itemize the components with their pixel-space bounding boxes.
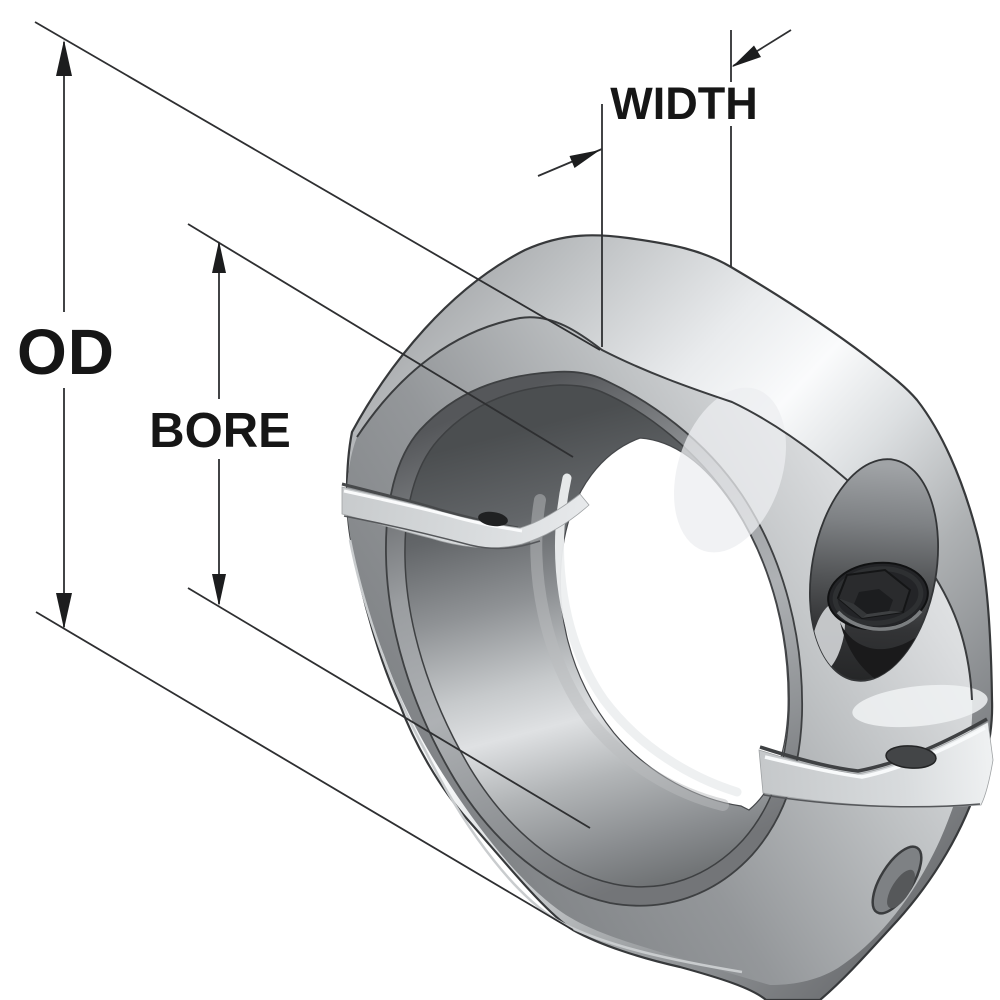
screw-head-glint <box>836 609 923 631</box>
bore-extension-line-top <box>187 223 574 458</box>
width-label: WIDTH <box>610 78 757 129</box>
lower-counterbore <box>871 845 923 915</box>
split-gap-left <box>341 482 590 550</box>
width-arrow-right-icon <box>732 45 761 67</box>
od-label: OD <box>17 316 115 388</box>
clamp-screw-hole-right <box>885 745 937 769</box>
od-arrow-up-icon <box>56 40 72 76</box>
shaft-collar <box>341 234 994 1000</box>
split-gap-right-shadow-edge <box>759 717 988 773</box>
label-halos <box>12 82 762 455</box>
lower-counterbore-shadow <box>887 869 915 909</box>
od-arrow-down-icon <box>56 593 72 629</box>
split-gap-left-lower-edge <box>343 515 541 550</box>
width-arrow-left-icon <box>569 150 600 168</box>
split-gap-left-highlight <box>343 489 523 533</box>
od-extension-line-bottom <box>35 611 574 931</box>
od-extension-line-top <box>34 21 601 351</box>
bore-wall-highlight-soft <box>530 494 729 811</box>
hex-socket-facet-left <box>838 598 867 618</box>
split-gap-right <box>758 717 994 808</box>
width-label-halo <box>606 82 762 126</box>
split-gap-right-lower-edge <box>763 794 981 808</box>
bore-wall-highlight <box>555 473 742 797</box>
od-label-halo <box>12 316 120 384</box>
outer-chamfer-glint <box>348 539 743 974</box>
collar-front-face <box>346 317 973 985</box>
bore-arrow-up-icon <box>212 241 226 273</box>
bore-arrow-down-icon <box>212 574 226 606</box>
split-gap-right-highlight <box>764 726 986 779</box>
hex-socket-floor <box>854 589 893 614</box>
face-highlight-lower <box>852 684 988 728</box>
dimension-annotations <box>34 21 792 931</box>
screw-head-ring <box>832 566 924 626</box>
front-face-edge-line <box>356 316 973 701</box>
face-highlight-upper <box>674 387 786 553</box>
bore-extension-line-bottom <box>187 587 591 829</box>
dimension-arrowheads <box>56 40 761 629</box>
bore-label: BORE <box>149 404 291 458</box>
bore-label-halo <box>146 403 294 455</box>
clamp-screw-hole-left <box>478 511 508 527</box>
hex-socket-facet-bottom <box>862 611 903 618</box>
